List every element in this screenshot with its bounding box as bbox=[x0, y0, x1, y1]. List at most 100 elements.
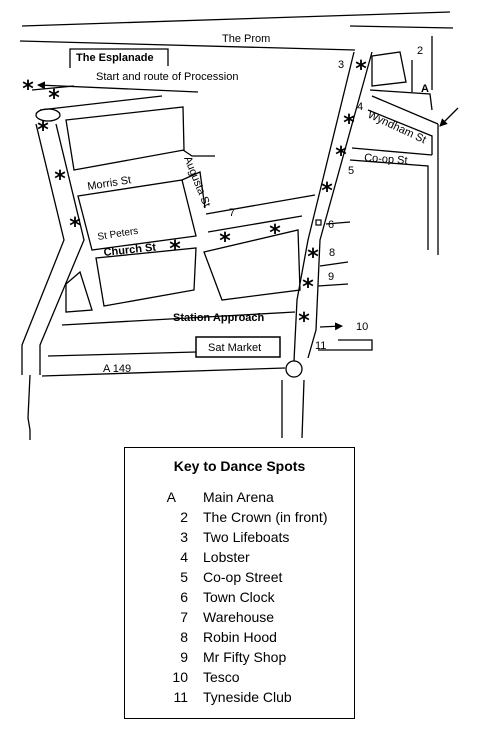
star-icon: * bbox=[355, 57, 367, 82]
key-code: 7 bbox=[180, 609, 188, 625]
wyndham-label: Wyndham St bbox=[366, 109, 428, 146]
key-label: Tyneside Club bbox=[203, 689, 292, 705]
esplanade-road-line bbox=[39, 95, 163, 111]
star-icon: * bbox=[298, 309, 310, 334]
star-icon: * bbox=[22, 77, 34, 102]
coop-road-line bbox=[349, 159, 429, 250]
star-icon: * bbox=[219, 229, 231, 254]
east-road-line bbox=[318, 339, 373, 351]
key-code: 9 bbox=[180, 649, 188, 665]
east-road-line bbox=[317, 283, 349, 287]
key-label: Main Arena bbox=[203, 489, 274, 505]
block-east-of-church bbox=[203, 229, 301, 301]
star-icon: * bbox=[321, 179, 333, 204]
key-label: Warehouse bbox=[203, 609, 275, 625]
procession-label: Start and route of Procession bbox=[96, 71, 238, 83]
star-icon: * bbox=[343, 111, 355, 136]
main-road-line bbox=[301, 379, 305, 439]
main-road-line bbox=[293, 51, 355, 362]
key-panel: Key to Dance Spots A Main Arena 2 The Cr… bbox=[124, 447, 355, 719]
star-icon: * bbox=[69, 214, 81, 239]
key-code: 2 bbox=[180, 509, 188, 525]
a149-label: A 149 bbox=[103, 363, 131, 375]
morris-label: Morris St bbox=[87, 174, 132, 193]
block-church bbox=[95, 247, 197, 307]
main-arena-block bbox=[371, 51, 407, 87]
key-code: 10 bbox=[172, 669, 188, 685]
prom-road-line bbox=[19, 40, 356, 51]
star-icon: * bbox=[335, 143, 347, 168]
key-code: 8 bbox=[180, 629, 188, 645]
wyndham-road-line bbox=[367, 109, 433, 155]
prom-label: The Prom bbox=[222, 33, 270, 45]
st-peters-label: St Peters bbox=[97, 226, 139, 243]
key-label: Robin Hood bbox=[203, 629, 277, 645]
key-code: A bbox=[166, 489, 176, 505]
warehouse-road-line bbox=[207, 215, 303, 233]
star-icon: * bbox=[169, 237, 181, 262]
street-map: The Prom The Esplanade Start and route o… bbox=[19, 11, 459, 440]
wyndham-road-line bbox=[371, 95, 439, 125]
key-label: Two Lifeboats bbox=[203, 529, 290, 545]
esplanade-block bbox=[69, 48, 169, 68]
block-morris bbox=[77, 179, 197, 251]
augusta-road-line bbox=[181, 171, 206, 209]
main-road-line bbox=[307, 51, 373, 359]
spot-2-number: 2 bbox=[417, 45, 423, 57]
key-label: Co-op Street bbox=[203, 569, 283, 585]
augusta-road-line bbox=[182, 149, 215, 157]
coop-road-line bbox=[351, 147, 433, 156]
spot-11-number: 11 bbox=[315, 340, 326, 352]
star-icon: * bbox=[307, 245, 319, 270]
spot-6-number: 6 bbox=[328, 219, 334, 231]
spot-5-number: 5 bbox=[348, 165, 354, 177]
star-icon: * bbox=[54, 167, 66, 192]
star-icon: * bbox=[37, 118, 49, 143]
spot-a-number: A bbox=[421, 83, 429, 95]
key-code: 6 bbox=[180, 589, 188, 605]
east-road-line bbox=[319, 261, 349, 267]
station-road-line bbox=[47, 351, 197, 357]
key-code: 4 bbox=[180, 549, 188, 565]
church-label: Church St bbox=[103, 242, 157, 259]
spot-8-number: 8 bbox=[329, 247, 335, 259]
west-road-line bbox=[27, 374, 31, 431]
star-icon: * bbox=[269, 221, 281, 246]
warehouse-road-line bbox=[205, 194, 316, 215]
sat-market-label: Sat Market bbox=[208, 342, 261, 354]
station-label: Station Approach bbox=[173, 312, 265, 324]
key-code: 5 bbox=[180, 569, 188, 585]
a149-road-line bbox=[41, 367, 286, 377]
key-title: Key to Dance Spots bbox=[173, 458, 306, 474]
key-label: Lobster bbox=[203, 549, 250, 565]
key-label: Mr Fifty Shop bbox=[203, 649, 287, 665]
town-clock-marker bbox=[315, 219, 322, 226]
roundabout-south bbox=[285, 360, 303, 378]
key-label: Tesco bbox=[203, 669, 240, 685]
star-icon: * bbox=[48, 86, 60, 111]
coop-label: Co-op St bbox=[364, 152, 408, 167]
west-road-line bbox=[39, 123, 85, 375]
wyndham-road-line bbox=[369, 89, 433, 111]
spot-9-number: 9 bbox=[328, 271, 334, 283]
esplanade-label: The Esplanade bbox=[76, 52, 154, 64]
augusta-label: Augusta St bbox=[181, 155, 212, 209]
procession-arrow bbox=[37, 81, 199, 93]
wyndham-arrow bbox=[439, 107, 459, 127]
key-label: Town Clock bbox=[203, 589, 275, 605]
roundabout-north bbox=[35, 108, 61, 122]
spot-10-number: 10 bbox=[356, 321, 368, 333]
station-road-line bbox=[61, 311, 296, 326]
star-icon: * bbox=[302, 275, 314, 300]
block-southwest bbox=[65, 270, 93, 313]
sat-market-box bbox=[195, 336, 281, 358]
east-road-line bbox=[325, 221, 351, 225]
key-code: 11 bbox=[173, 689, 188, 705]
west-road-line bbox=[21, 123, 65, 375]
key-label: The Crown (in front) bbox=[203, 509, 328, 525]
spot-4-number: 4 bbox=[357, 101, 363, 113]
tesco-arrow bbox=[319, 322, 343, 331]
spot-7-number: 7 bbox=[229, 207, 235, 219]
block-north bbox=[65, 106, 185, 171]
prom-road-line bbox=[21, 11, 451, 27]
